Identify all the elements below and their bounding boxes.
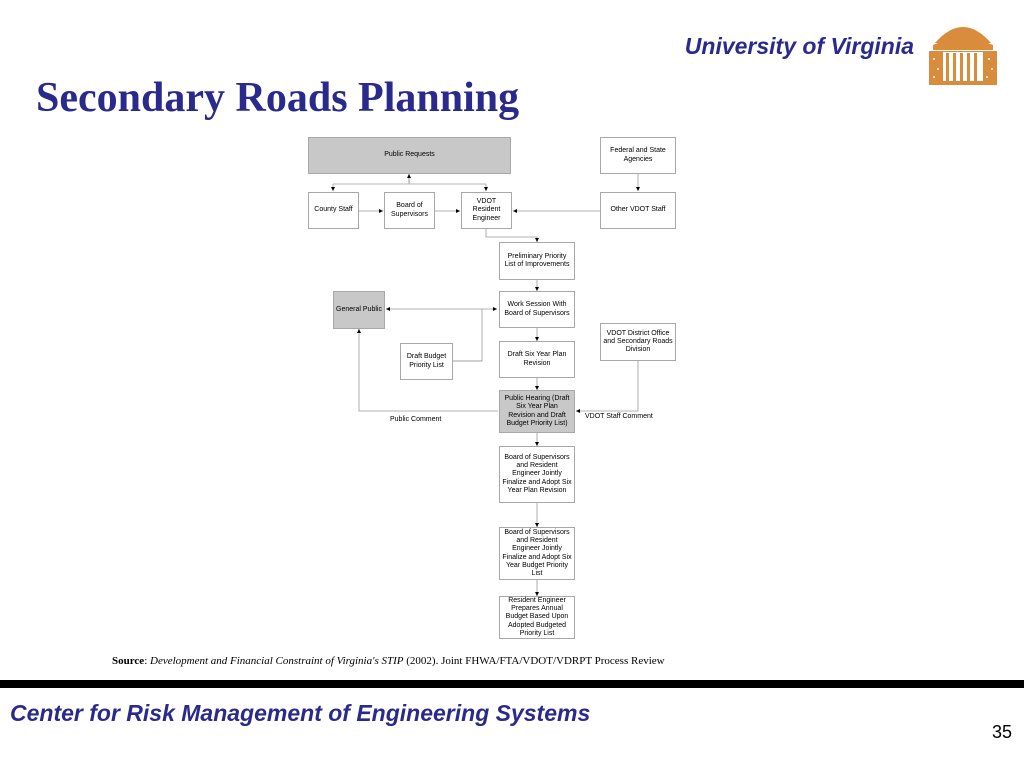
page-number: 35 bbox=[991, 722, 1012, 742]
node-other-vdot-staff: Other VDOT Staff bbox=[600, 192, 676, 229]
node-federal-state-agencies: Federal and State Agencies bbox=[600, 137, 676, 174]
footer-center-name: Center for Risk Management of Engineerin… bbox=[10, 700, 591, 726]
rotunda-logo-icon bbox=[929, 15, 997, 87]
node-adopt-budget-priority-list: Board of Supervisors and Resident Engine… bbox=[499, 527, 575, 580]
node-vdot-resident-engineer: VDOT Resident Engineer bbox=[461, 192, 512, 229]
source-colon: : bbox=[144, 655, 150, 667]
node-annual-budget: Resident Engineer Prepares Annual Budget… bbox=[499, 596, 575, 639]
label-public-comment: Public Comment bbox=[390, 416, 442, 423]
node-board-of-supervisors: Board of Supervisors bbox=[384, 192, 435, 229]
node-preliminary-priority-list: Preliminary Priority List of Improvement… bbox=[499, 242, 575, 280]
node-county-staff: County Staff bbox=[308, 192, 359, 229]
university-name: University of Virginia bbox=[684, 33, 914, 59]
flowchart-connectors bbox=[331, 174, 640, 596]
node-draft-budget-priority-list: Draft Budget Priority List bbox=[400, 343, 453, 380]
slide-title: Secondary Roads Planning bbox=[36, 75, 520, 121]
node-general-public: General Public bbox=[333, 291, 385, 329]
node-public-requests: Public Requests bbox=[308, 137, 511, 174]
node-draft-six-year-plan: Draft Six Year Plan Revision bbox=[499, 341, 575, 378]
node-adopt-six-year-plan: Board of Supervisors and Resident Engine… bbox=[499, 446, 575, 503]
footer-bar bbox=[0, 680, 1024, 688]
label-vdot-staff-comment: VDOT Staff Comment bbox=[585, 413, 653, 420]
source-citation: Source: Development and Financial Constr… bbox=[112, 655, 665, 667]
node-work-session: Work Session With Board of Supervisors bbox=[499, 291, 575, 328]
node-vdot-district-office: VDOT District Office and Secondary Roads… bbox=[600, 323, 676, 361]
node-public-hearing: Public Hearing (Draft Six Year Plan Revi… bbox=[499, 390, 575, 433]
source-work: Development and Financial Constraint of … bbox=[150, 655, 404, 667]
source-rest: (2002). Joint FHWA/FTA/VDOT/VDRPT Proces… bbox=[403, 655, 665, 667]
source-label: Source bbox=[112, 655, 145, 667]
